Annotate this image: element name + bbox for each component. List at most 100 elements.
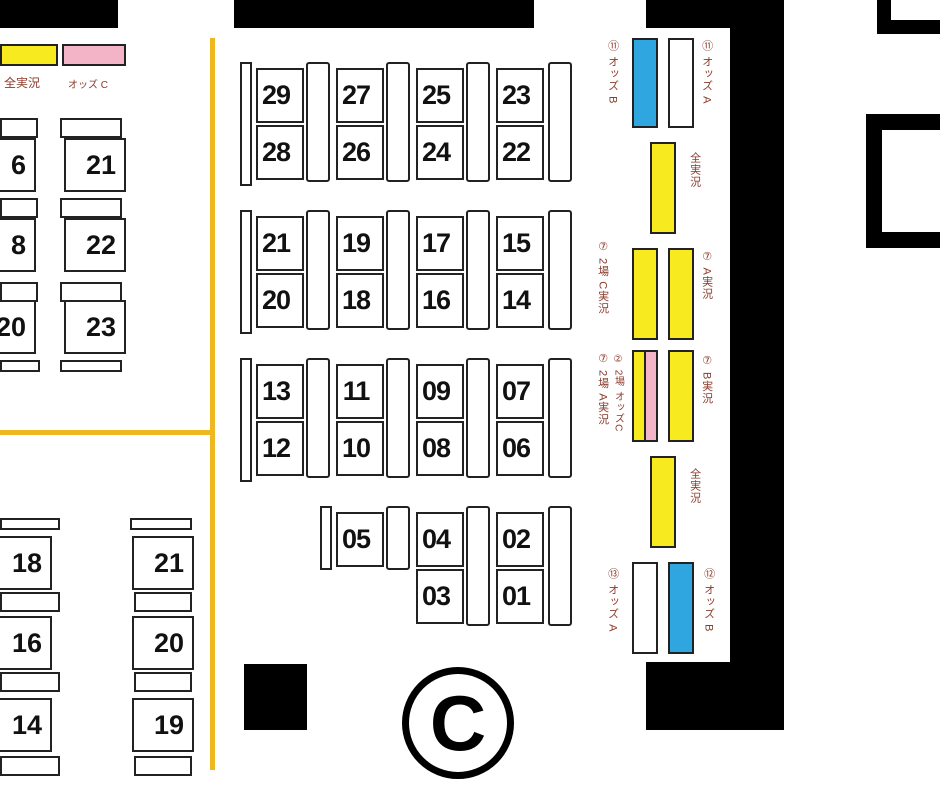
seat-monitor <box>466 358 490 478</box>
label-a-live: ⑦ A実況 <box>700 250 713 300</box>
wall-bottom-right <box>646 662 784 730</box>
far-right-room <box>866 114 940 248</box>
seat[interactable]: 24 <box>416 125 464 180</box>
label-all-live-2: 全実況 <box>688 468 701 504</box>
screen-all-live-1 <box>650 142 676 234</box>
screen-a-live <box>668 248 694 340</box>
screen-2ch-c-live <box>632 248 658 340</box>
left-seat-top-bar <box>0 198 38 218</box>
left-seat-top-bar <box>130 518 192 530</box>
legend-odds-c-label: オッズ C <box>68 80 108 91</box>
seat[interactable]: 22 <box>496 125 544 180</box>
wall-top-right <box>646 0 730 28</box>
seat[interactable]: 20 <box>132 616 194 670</box>
seat-monitor <box>386 62 410 182</box>
seat[interactable]: 10 <box>336 421 384 476</box>
seat[interactable]: 14 <box>496 273 544 328</box>
left-seat-bar <box>134 756 192 776</box>
left-seat-bar <box>134 672 192 692</box>
seat[interactable]: 13 <box>256 364 304 419</box>
seat[interactable]: 23 <box>496 68 544 123</box>
seat[interactable]: 14 <box>0 698 52 752</box>
seat-monitor <box>466 62 490 182</box>
screen-odds-b-top <box>632 38 658 128</box>
partition-vertical <box>210 38 215 770</box>
legend-yellow-swatch <box>0 44 58 66</box>
seat[interactable]: 07 <box>496 364 544 419</box>
label-odds-b-bottom: ⑫ オッズ B <box>702 568 715 633</box>
wall-right-vertical <box>730 0 784 730</box>
seat[interactable]: 12 <box>256 421 304 476</box>
seat-monitor <box>548 210 572 330</box>
seat[interactable]: 8 <box>0 218 36 272</box>
screen-b-live <box>668 350 694 442</box>
block-rail <box>240 62 252 186</box>
seat[interactable]: 16 <box>416 273 464 328</box>
label-all-live-1: 全実況 <box>688 152 701 188</box>
wall-top-middle <box>234 0 534 28</box>
seat[interactable]: 28 <box>256 125 304 180</box>
seat[interactable]: 08 <box>416 421 464 476</box>
left-seat-top-bar <box>0 518 60 530</box>
seat[interactable]: 15 <box>496 216 544 271</box>
seat[interactable]: 01 <box>496 569 544 624</box>
seat-monitor <box>548 358 572 478</box>
screen-all-live-2 <box>650 456 676 548</box>
left-seat-top-bar <box>0 282 38 302</box>
left-seat-top-bar <box>60 282 122 302</box>
seat[interactable]: 04 <box>416 512 464 567</box>
left-seat-top-bar <box>60 118 122 138</box>
seat[interactable]: 05 <box>336 512 384 567</box>
seat[interactable]: 20 <box>0 300 36 354</box>
seat[interactable]: 21 <box>64 138 126 192</box>
seat[interactable]: 17 <box>416 216 464 271</box>
seat[interactable]: 21 <box>256 216 304 271</box>
label-odds-b-top: ⑪ オッズ B <box>606 40 619 105</box>
block-rail <box>240 210 252 334</box>
screen-2ch-odds-c <box>644 350 658 442</box>
seat[interactable]: 26 <box>336 125 384 180</box>
seat[interactable]: 02 <box>496 512 544 567</box>
left-seat-bar <box>0 672 60 692</box>
seat[interactable]: 6 <box>0 138 36 192</box>
seat[interactable]: 19 <box>336 216 384 271</box>
seat-monitor <box>548 506 572 626</box>
legend-all-live-label: 全実況 <box>4 76 41 90</box>
seat[interactable]: 27 <box>336 68 384 123</box>
label-2ch-a-live: ⑦ 2場 A実況 <box>596 352 609 426</box>
seat[interactable]: 06 <box>496 421 544 476</box>
left-seat-bar <box>0 592 60 612</box>
pillar <box>244 664 307 730</box>
seat-monitor <box>306 210 330 330</box>
seat[interactable]: 18 <box>0 536 52 590</box>
seat[interactable]: 19 <box>132 698 194 752</box>
seat[interactable]: 25 <box>416 68 464 123</box>
label-b-live: ⑦ B実況 <box>700 354 713 405</box>
seat[interactable]: 20 <box>256 273 304 328</box>
seat[interactable]: 09 <box>416 364 464 419</box>
left-seat-bottom-bar <box>60 360 122 372</box>
partition-horizontal <box>0 430 215 435</box>
left-seat-bar <box>134 592 192 612</box>
seat-monitor <box>306 358 330 478</box>
seat[interactable]: 22 <box>64 218 126 272</box>
screen-odds-a-top <box>668 38 694 128</box>
screen-odds-a-bottom <box>632 562 658 654</box>
seat-monitor <box>306 62 330 182</box>
block-rail <box>320 506 332 570</box>
seat-monitor <box>548 62 572 182</box>
wall-top-left <box>0 0 118 28</box>
seat-monitor <box>466 506 490 626</box>
seat[interactable]: 29 <box>256 68 304 123</box>
seat[interactable]: 16 <box>0 616 52 670</box>
seat[interactable]: 03 <box>416 569 464 624</box>
left-seat-top-bar <box>0 118 38 138</box>
seat[interactable]: 18 <box>336 273 384 328</box>
seat[interactable]: 23 <box>64 300 126 354</box>
seat-monitor <box>386 506 410 570</box>
seat-monitor <box>386 358 410 478</box>
seat[interactable]: 21 <box>132 536 194 590</box>
far-right-room-top <box>877 0 940 34</box>
seat[interactable]: 11 <box>336 364 384 419</box>
label-2ch-odds-c: ② 2場 オッズC <box>612 354 624 433</box>
